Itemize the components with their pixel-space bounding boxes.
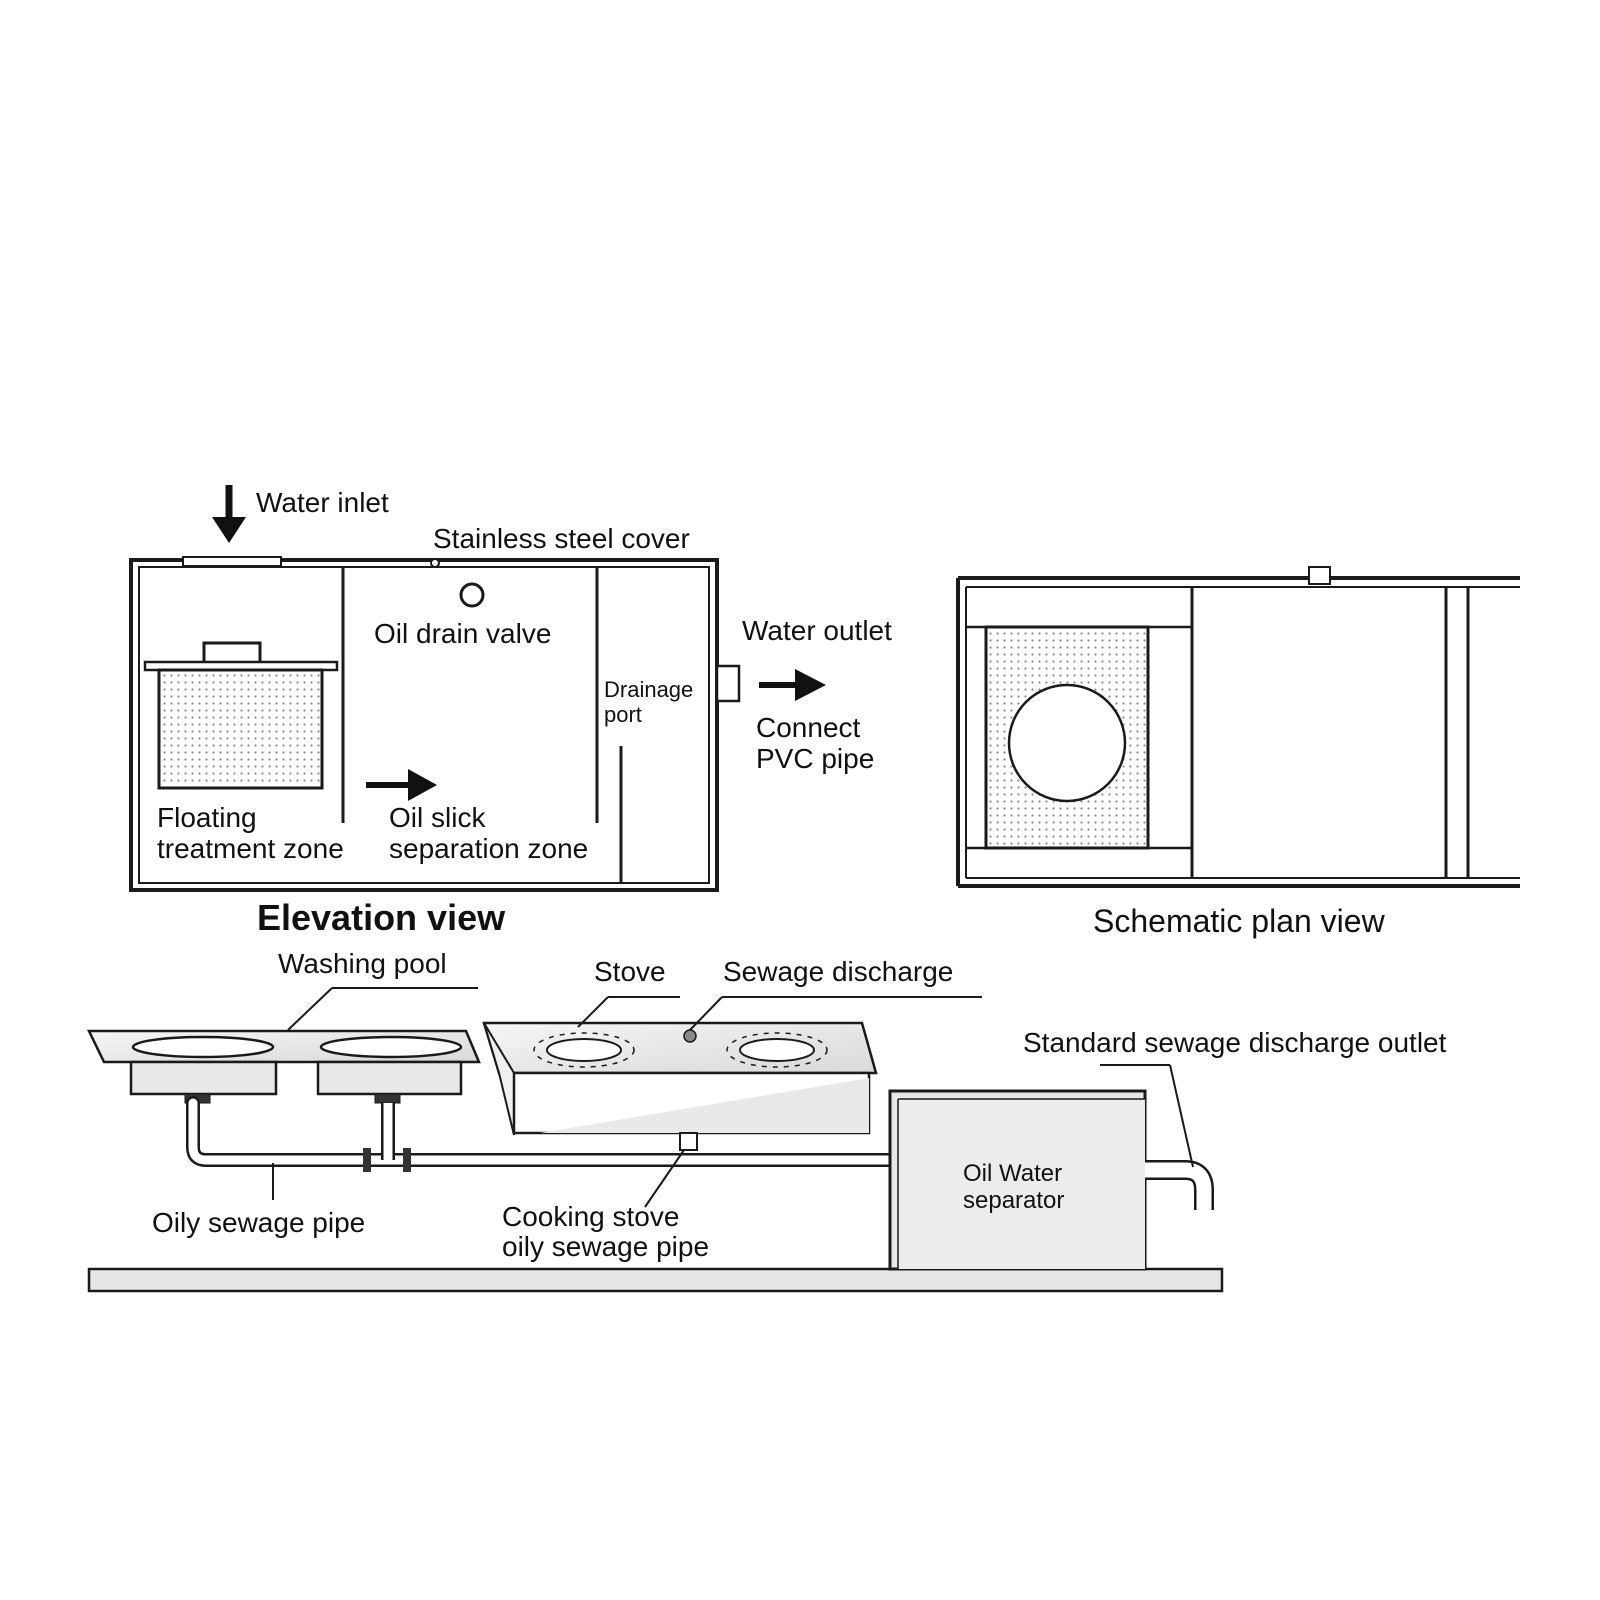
oil-water-separator-box xyxy=(888,1089,1147,1271)
stove-leader xyxy=(577,996,609,1028)
plan-cover-hinge xyxy=(1308,566,1331,585)
floating-zone-label-1: Floating xyxy=(157,802,257,833)
sewage-discharge-leader xyxy=(689,996,723,1031)
separator-label-2: separator xyxy=(963,1187,1064,1214)
installation-diagram: Washing pool Oily sewage pipe Stove xyxy=(87,948,1447,1293)
cooking-pipe-label-1: Cooking stove xyxy=(502,1201,679,1232)
water-outlet-arrow-icon xyxy=(759,669,826,701)
flow-arrow-icon xyxy=(366,769,437,801)
standard-outlet-label: Standard sewage discharge outlet xyxy=(1023,1027,1447,1058)
water-outlet-label: Water outlet xyxy=(742,615,892,646)
cooking-pipe-leader xyxy=(644,1149,685,1208)
elevation-view-title: Elevation view xyxy=(257,897,506,938)
washing-pool xyxy=(87,1029,481,1104)
stove xyxy=(482,1021,878,1151)
oil-slick-label-1: Oil slick xyxy=(389,802,486,833)
stainless-steel-cover xyxy=(182,556,282,567)
plan-view-title: Schematic plan view xyxy=(1093,903,1386,939)
tank-inner-wall xyxy=(138,566,710,884)
sewage-discharge-label: Sewage discharge xyxy=(723,956,953,987)
water-inlet-label: Water inlet xyxy=(256,487,389,518)
stove-label: Stove xyxy=(594,956,666,987)
cover-hinge xyxy=(430,558,440,568)
cooking-pipe-stub xyxy=(679,1132,698,1151)
oil-drain-valve-icon xyxy=(459,582,485,608)
floor xyxy=(87,1267,1224,1293)
connect-pvc-label-2: PVC pipe xyxy=(756,743,874,774)
separator-label-1: Oil Water xyxy=(963,1160,1062,1187)
drainage-port-label-2: port xyxy=(604,702,642,727)
sewage-discharge-point xyxy=(683,1029,697,1043)
water-inlet-arrow-icon xyxy=(212,485,246,543)
schematic-plan-view: Schematic plan view xyxy=(956,566,1520,939)
water-outlet-stub xyxy=(715,664,741,703)
burner-right-icon xyxy=(726,1032,828,1068)
drainage-port-label-1: Drainage xyxy=(604,677,693,702)
plan-basket-opening xyxy=(1007,683,1127,803)
connect-pvc-label-1: Connect xyxy=(756,712,861,743)
burner-left-icon xyxy=(533,1032,635,1068)
washing-pool-leader xyxy=(287,987,333,1031)
cooking-pipe-label-2: oily sewage pipe xyxy=(502,1231,709,1262)
elevation-view: Water inlet Stainless steel cover Oil dr… xyxy=(129,485,892,938)
oil-drain-valve-label: Oil drain valve xyxy=(374,618,551,649)
oil-slick-label-2: separation zone xyxy=(389,833,588,864)
floating-zone-label-2: treatment zone xyxy=(157,833,344,864)
oily-sewage-pipe-label: Oily sewage pipe xyxy=(152,1207,365,1238)
washing-pool-label: Washing pool xyxy=(278,948,447,979)
stainless-cover-label: Stainless steel cover xyxy=(433,523,690,554)
floating-basket xyxy=(143,641,339,790)
